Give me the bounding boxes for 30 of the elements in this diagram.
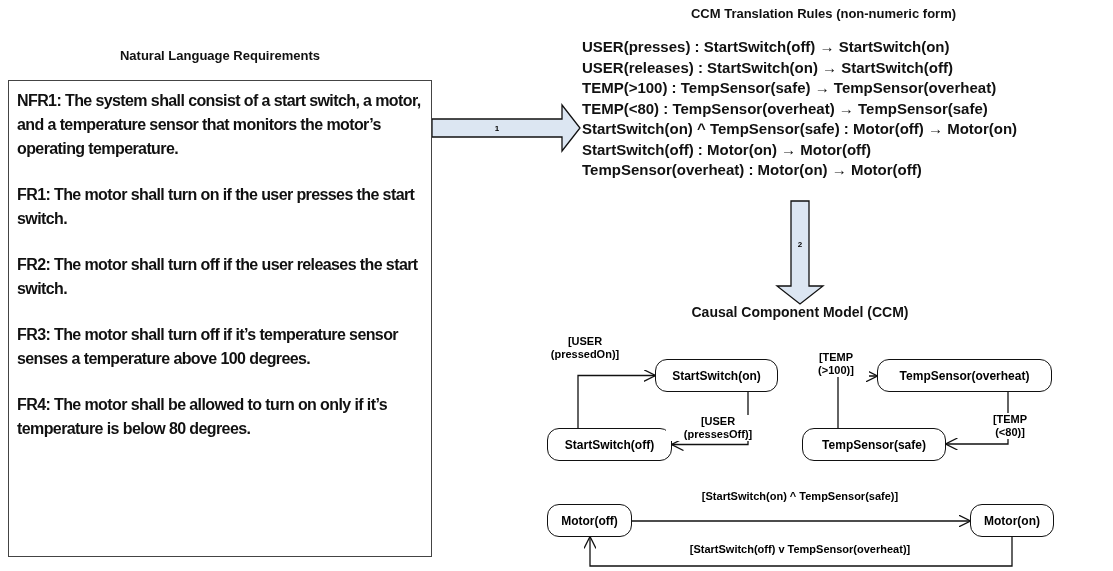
state-box: StartSwitch(off) bbox=[547, 428, 672, 461]
state-box: TempSensor(overheat) bbox=[877, 359, 1052, 392]
section-heading: Natural Language Requirements bbox=[118, 48, 322, 63]
state-box: StartSwitch(on) bbox=[655, 359, 778, 392]
requirement-text: FR4: The motor shall be allowed to turn on only if it’s temperature is below 80 degrees. bbox=[17, 395, 388, 439]
state-box: Motor(off) bbox=[547, 504, 632, 537]
translation-rule: USER(presses) : StartSwitch(off) → StartSwitch(on) bbox=[582, 37, 951, 57]
requirement-text: FR1: The motor shall turn on if the user presses the start switch. bbox=[17, 185, 416, 229]
edge-label: [StartSwitch(on) ^ TempSensor(safe)] bbox=[699, 489, 901, 503]
block-arrow bbox=[775, 200, 825, 305]
step-number: 1 bbox=[494, 123, 500, 133]
transition-arrow bbox=[577, 368, 657, 429]
translation-rule: StartSwitch(off) : Motor(on) → Motor(off) bbox=[582, 139, 873, 160]
section-heading: Causal Component Model (CCM) bbox=[690, 304, 910, 320]
requirement-text: FR3: The motor shall turn off if it’s temperature sensor senses a temperature above 100 degrees. bbox=[17, 325, 400, 369]
translation-rule: TEMP(<80) : TempSensor(overheat) → TempSensor(safe) bbox=[582, 98, 989, 119]
state-box: TempSensor(safe) bbox=[802, 428, 946, 461]
translation-rule: TEMP(>100) : TempSensor(safe) → TempSensor(overheat) bbox=[582, 78, 998, 98]
translation-rule: TempSensor(overheat) : Motor(on) → Motor(off) bbox=[582, 160, 923, 180]
transition-arrow bbox=[631, 514, 972, 528]
state-box: Motor(on) bbox=[970, 504, 1054, 537]
edge-label: [StartSwitch(off) v TempSensor(overheat)] bbox=[687, 542, 913, 556]
block-arrow bbox=[431, 103, 581, 153]
section-heading: CCM Translation Rules (non-numeric form) bbox=[689, 6, 958, 21]
translation-rule: USER(releases) : StartSwitch(on) → StartSwitch(off) bbox=[582, 57, 954, 78]
translation-rule: StartSwitch(on) ^ TempSensor(safe) : Motor(off) → Motor(on) bbox=[582, 119, 1019, 139]
step-number: 2 bbox=[797, 239, 803, 248]
requirement-text: NFR1: The system shall consist of a start switch, a motor, and a temperature sensor that monitors the motor’s operating temperature. bbox=[17, 91, 422, 159]
requirement-text: FR2: The motor shall turn off if the user releases the start switch. bbox=[17, 255, 419, 299]
transition-arrow bbox=[583, 535, 1013, 567]
